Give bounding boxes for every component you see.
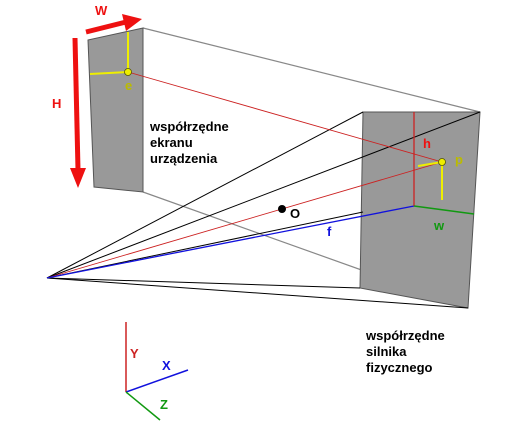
ray-bottom-right [46,277,469,309]
caption-physics-line-3: fizycznego [366,360,433,375]
caption-physics-line-1: współrzędne [365,328,445,343]
ray-bottom-left [46,277,361,289]
ray-origin-to-p [46,161,443,279]
label-p: p [455,152,463,167]
ray-top-left [46,111,364,279]
caption-device-line-1: współrzędne [149,119,229,134]
label-Y: Y [130,346,139,361]
axes-icon: Y X Z [125,322,189,421]
origin-point [278,205,286,213]
label-e: e [125,78,132,93]
label-w: w [433,218,445,233]
projection-lines [46,111,481,309]
caption-device-line-2: ekranu [150,135,193,150]
caption-physics-engine: współrzędne silnika fizycznego [365,328,445,375]
label-Z: Z [160,397,168,412]
point-p [438,158,446,166]
point-e [124,68,132,76]
label-f: f [327,224,332,239]
label-h: h [423,136,431,151]
w-arrow [85,14,142,35]
label-W: W [95,3,108,18]
ray-e-to-p [127,71,443,163]
caption-physics-line-2: silnika [366,344,407,359]
ray-top-right [46,111,481,279]
axis-z [125,391,161,421]
caption-device-screen: współrzędne ekranu urządzenia [149,119,229,166]
caption-device-line-3: urządzenia [150,151,218,166]
screen-plane [87,27,144,193]
axis-x [125,369,189,393]
label-H: H [52,96,61,111]
ray-mid [46,211,364,279]
h-arrow [70,37,86,188]
frustum-edge-top [142,27,481,113]
label-O: O [290,206,300,221]
plane-axis-w [413,205,475,215]
label-X: X [162,358,171,373]
physics-plane [359,111,481,309]
focal-axis [46,205,415,279]
